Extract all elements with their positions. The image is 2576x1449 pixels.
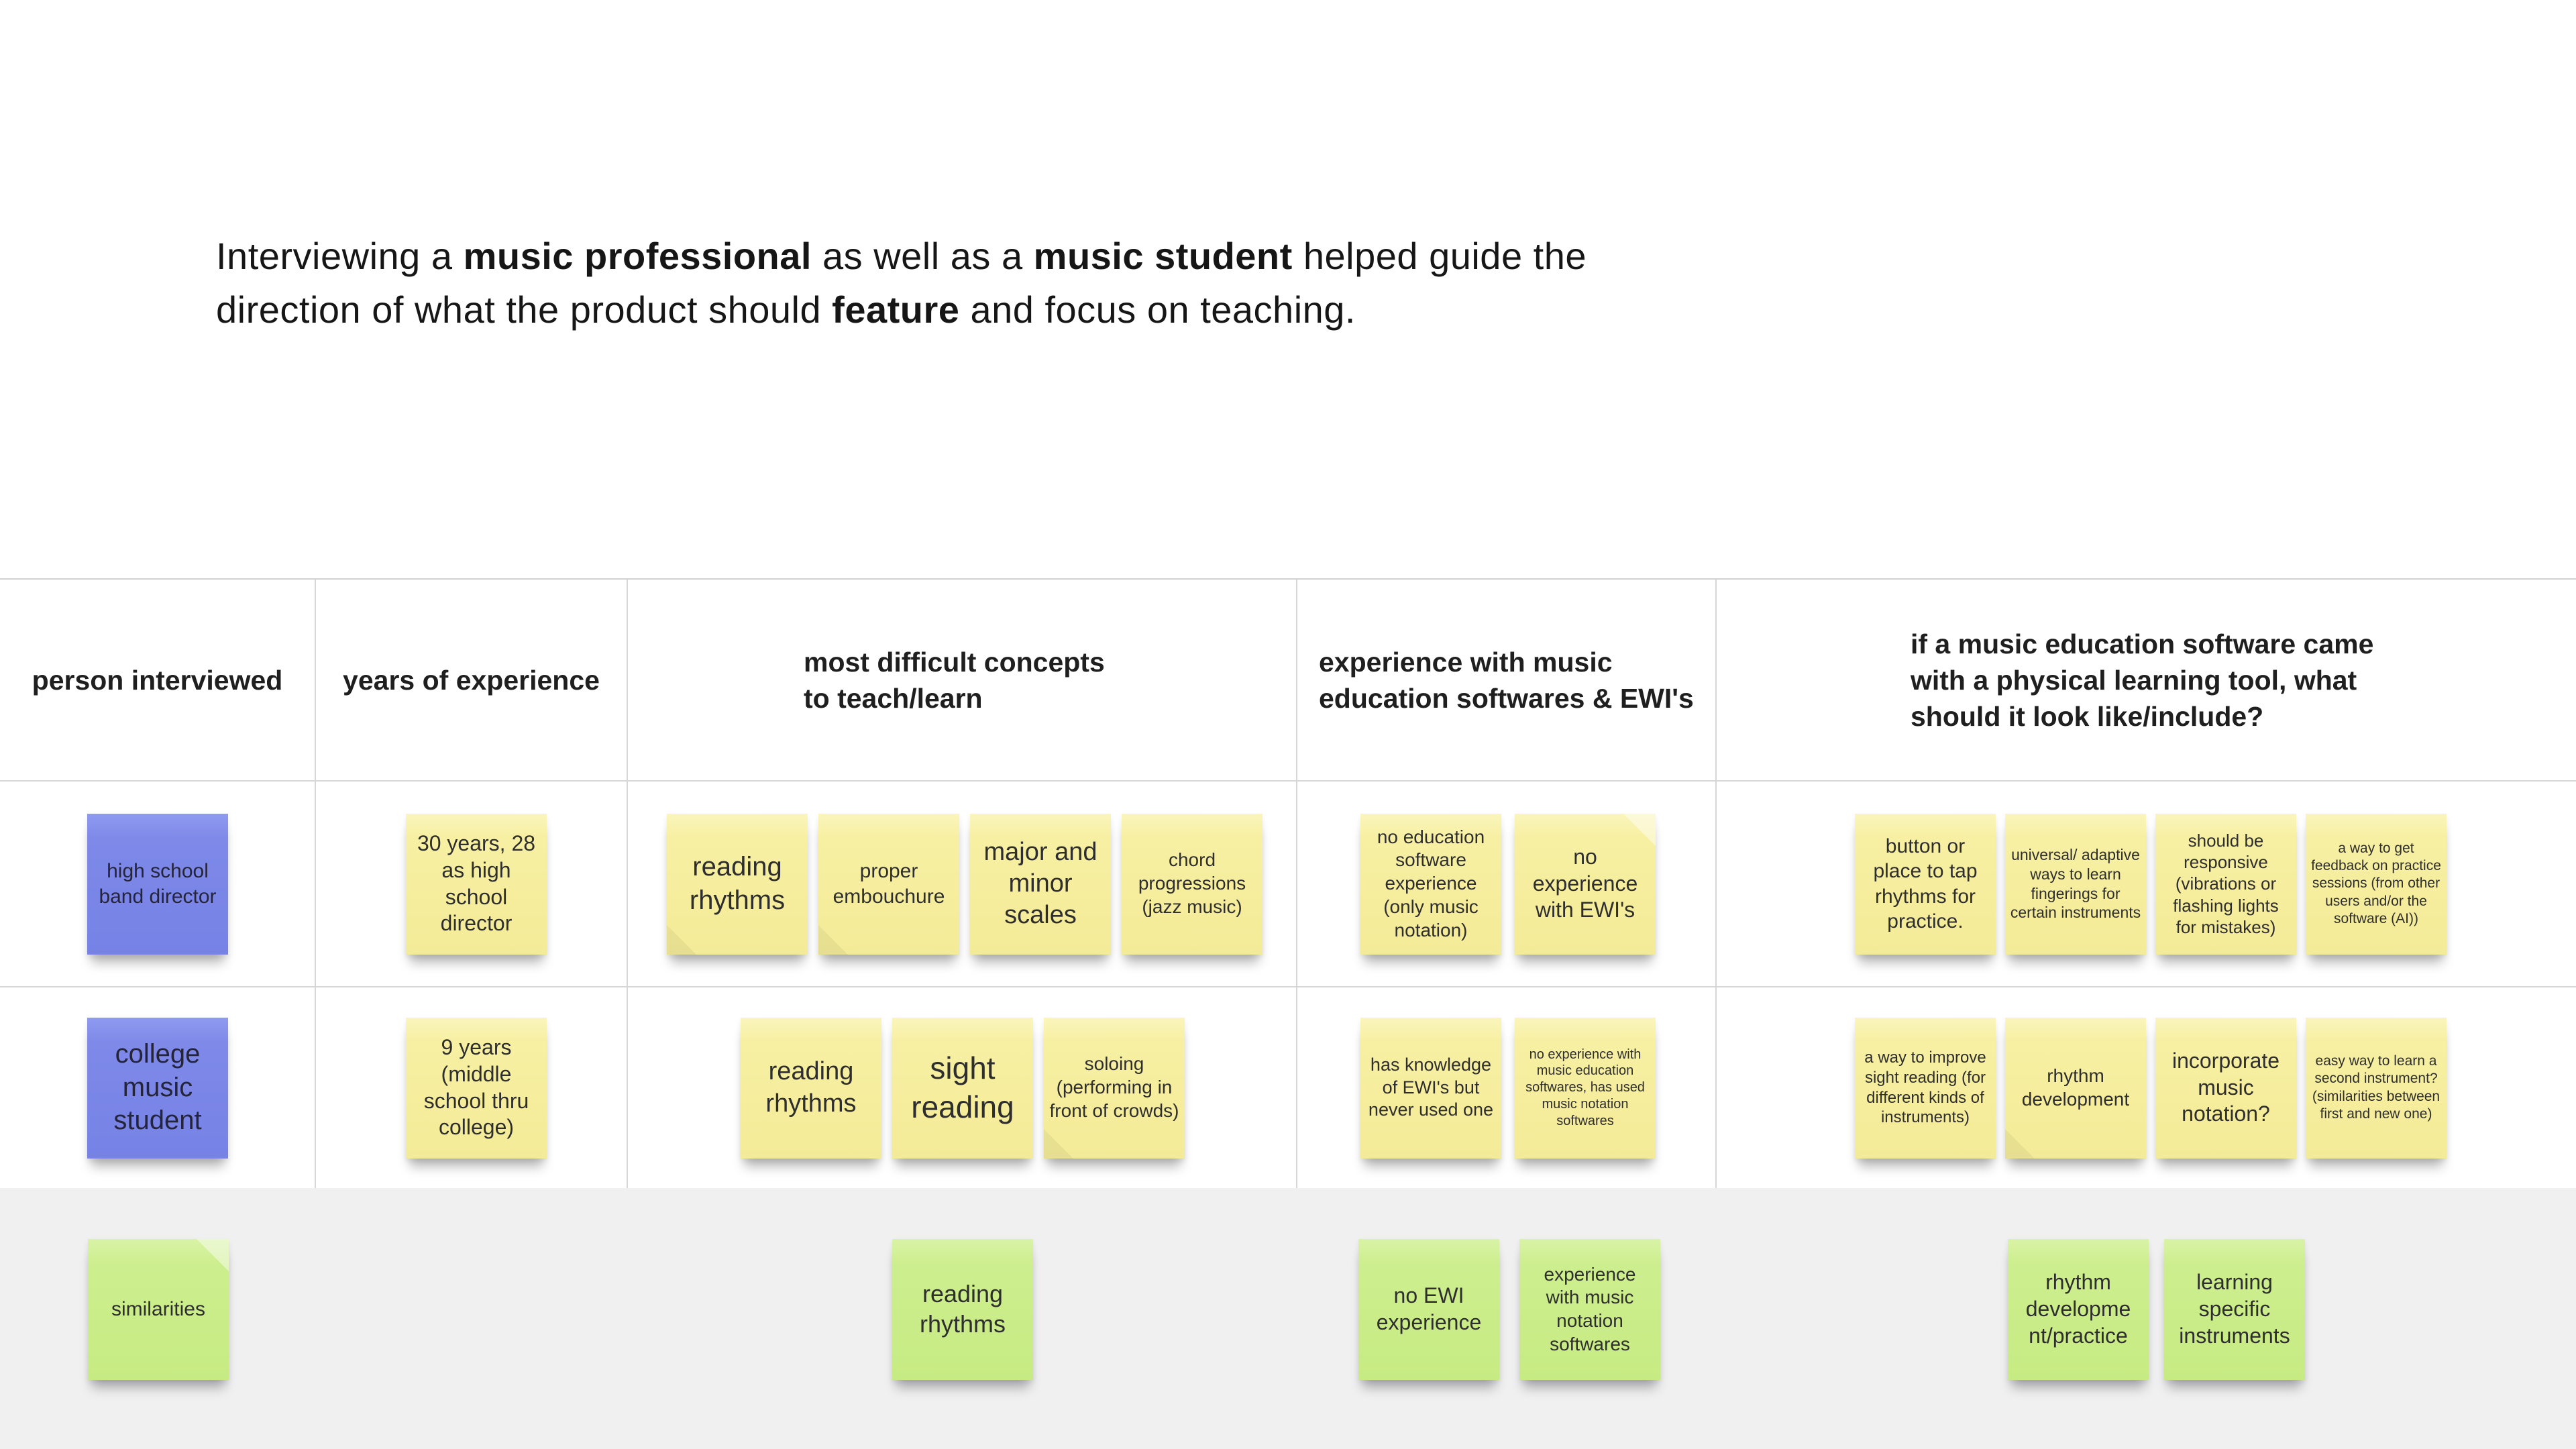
sticky-r2-person[interactable]: college music student: [87, 1017, 228, 1159]
sticky-r1-wish-tap-rhythms[interactable]: button or place to tap rhythms for pract…: [1855, 813, 1996, 955]
sticky-sim-rhythm-development[interactable]: rhythm developme nt/practice: [2008, 1239, 2149, 1380]
sticky-sim-reading-rhythms[interactable]: reading rhythms: [892, 1239, 1033, 1380]
sticky-r1-no-education-software[interactable]: no education software experience (only m…: [1360, 813, 1501, 955]
sticky-r2-no-education-software[interactable]: no experience with music education softw…: [1515, 1017, 1656, 1159]
sticky-r1-wish-feedback[interactable]: a way to get feedback on practice sessio…: [2306, 813, 2447, 955]
column-header-physical-tool: if a music education software came with …: [1911, 628, 2374, 732]
sticky-r1-concept-reading-rhythms[interactable]: reading rhythms: [667, 813, 808, 955]
cell-r1-concepts: reading rhythms proper embouchure major …: [628, 782, 1297, 986]
sticky-r1-concept-major-minor-scales[interactable]: major and minor scales: [970, 813, 1111, 955]
cell-r2-experience: has knowledge of EWI's but never used on…: [1297, 987, 1717, 1188]
column-header-software-experience: experience with music education software…: [1297, 580, 1717, 780]
column-header-person-interviewed: person interviewed: [0, 580, 316, 780]
interview-table: person interviewed years of experience m…: [0, 578, 2576, 1189]
cell-r2-concepts: reading rhythms sight reading soloing (p…: [628, 987, 1297, 1188]
sticky-r1-concept-chord-progressions[interactable]: chord progressions (jazz music): [1122, 813, 1263, 955]
similarities-row: similarities reading rhythms no EWI expe…: [0, 1188, 2576, 1449]
sticky-similarities-label[interactable]: similarities: [88, 1239, 229, 1380]
sticky-r1-wish-responsive[interactable]: should be responsive (vibrations or flas…: [2155, 813, 2296, 955]
sticky-r2-concept-sight-reading[interactable]: sight reading: [892, 1017, 1033, 1159]
table-row-band-director: high school band director 30 years, 28 a…: [0, 782, 2576, 987]
cell-r1-years: 30 years, 28 as high school director: [316, 782, 628, 986]
sticky-r1-years[interactable]: 30 years, 28 as high school director: [406, 813, 547, 955]
cell-r2-wishlist: a way to improve sight reading (for diff…: [1717, 987, 2576, 1188]
table-row-music-student: college music student 9 years (middle sc…: [0, 987, 2576, 1189]
cell-r1-person: high school band director: [0, 782, 316, 986]
sticky-r2-concept-reading-rhythms[interactable]: reading rhythms: [741, 1017, 881, 1159]
title-line-2: direction of what the product should fea…: [216, 288, 1356, 331]
sticky-sim-learning-instruments[interactable]: learning specific instruments: [2164, 1239, 2305, 1380]
sticky-r1-wish-adaptive-fingerings[interactable]: universal/ adaptive ways to learn finger…: [2005, 813, 2146, 955]
sticky-r2-wish-sight-reading[interactable]: a way to improve sight reading (for diff…: [1855, 1017, 1996, 1159]
sticky-r1-no-ewi-experience[interactable]: no experience with EWI's: [1515, 813, 1656, 955]
cell-r1-experience: no education software experience (only m…: [1297, 782, 1717, 986]
sticky-r2-wish-rhythm-development[interactable]: rhythm development: [2005, 1017, 2146, 1159]
sticky-r2-knows-ewi[interactable]: has knowledge of EWI's but never used on…: [1360, 1017, 1501, 1159]
sticky-r2-wish-music-notation[interactable]: incorporate music notation?: [2155, 1017, 2296, 1159]
sticky-r2-years[interactable]: 9 years (middle school thru college): [406, 1017, 547, 1159]
sticky-r2-concept-soloing[interactable]: soloing (performing in front of crowds): [1044, 1017, 1185, 1159]
cell-r2-person: college music student: [0, 987, 316, 1188]
sticky-sim-no-ewi-experience[interactable]: no EWI experience: [1358, 1239, 1499, 1380]
sticky-r1-person[interactable]: high school band director: [87, 813, 228, 955]
title-line-1: Interviewing a music professional as wel…: [216, 235, 1587, 277]
sticky-r1-concept-proper-embouchure[interactable]: proper embouchure: [818, 813, 959, 955]
cell-r2-years: 9 years (middle school thru college): [316, 987, 628, 1188]
table-header-row: person interviewed years of experience m…: [0, 580, 2576, 782]
column-header-years-of-experience: years of experience: [316, 580, 628, 780]
column-header-difficult-concepts: most difficult concepts to teach/learn: [628, 580, 1297, 780]
sticky-r2-wish-second-instrument[interactable]: easy way to learn a second instrument? (…: [2306, 1017, 2447, 1159]
cell-r1-wishlist: button or place to tap rhythms for pract…: [1717, 782, 2576, 986]
page-title: Interviewing a music professional as wel…: [216, 229, 1933, 337]
sticky-sim-music-notation-softwares[interactable]: experience with music notation softwares: [1519, 1239, 1660, 1380]
